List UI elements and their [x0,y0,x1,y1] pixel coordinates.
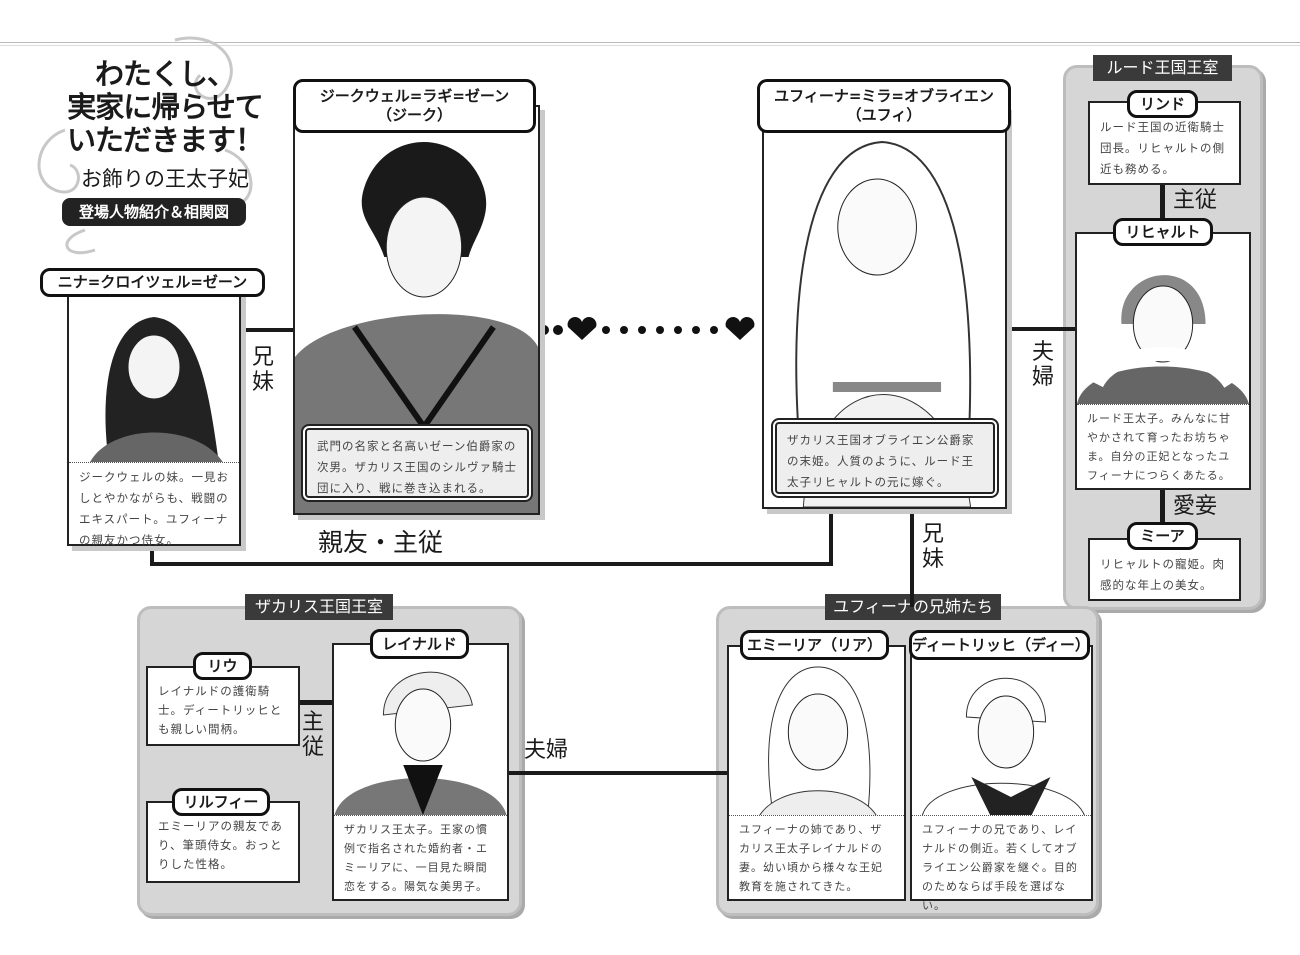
rel-friend: 親友・主従 [318,528,444,557]
name-tag-rilfi: リルフィー [172,788,270,816]
desc-mia: リヒャルトの寵姫。肉感的な年上の美女。 [1100,557,1225,592]
name-tag-reinald: レイナルド [370,629,469,659]
name-yufi: ユフィーナ=ミラ=オブライエン [774,87,994,105]
character-card-emilia: ユフィーナの姉であり、ザカリス王太子レイナルドの妻。幼い頃から様々な王妃教育を施… [727,645,906,901]
name-tag-mia: ミーア [1127,522,1198,550]
line-yufi-siblings [910,505,914,607]
nick-yufi: （ユフィ） [846,106,922,124]
rel-reinald-emilia: 夫婦 [524,738,569,763]
name-tag-riu: リウ [193,652,252,680]
desc-zeke: 武門の名家と名高いゼーン伯爵家の次男。ザカリス王国のシルヴァ騎士団に入り、戦に巻… [303,426,531,500]
title-line-1: わたくし、 [94,57,236,91]
rel-riu-reinald: 主従 [301,710,324,760]
character-card-dietrich: ユフィーナの兄であり、レイナルドの側近。若くしてオブライエン公爵家を継ぐ。目的の… [910,645,1093,912]
line-richart-mia [1160,488,1165,528]
name-tag-rind: リンド [1127,90,1198,118]
desc-emilia: ユフィーナの姉であり、ザカリス王太子レイナルドの妻。幼い頃から様々な王妃教育を施… [729,815,904,899]
rel-richart-mia: 愛妾 [1173,494,1218,519]
group-rude-label: ルード王国王室 [1093,55,1232,81]
name-tag-emilia: エミーリア（リア） [740,630,889,660]
rel-nina-zeke: 兄妹 [251,345,274,395]
desc-dietrich: ユフィーナの兄であり、レイナルドの側近。若くしてオブライエン公爵家を継ぐ。目的の… [912,815,1091,912]
name-tag-dietrich: ディートリッヒ（ディー） [909,630,1090,660]
line-yufi-richart [1005,327,1077,331]
portrait-dietrich [912,647,1091,817]
line-riu-reinald [298,700,334,705]
desc-nina: ジークウェルの妹。一見おしとやかながらも、戦闘のエキスパート。ユフィーナの親友か… [69,462,239,547]
portrait-richart [1077,234,1249,404]
dotted-heart-link [539,317,755,340]
rel-yufi-richart: 夫婦 [1031,340,1054,390]
line-nina-zeke [240,328,295,332]
line-rind-richart [1160,183,1165,223]
group-zakaris-label: ザカリス王国王室 [245,594,393,620]
desc-yufi: ザカリス王国オブライエン公爵家の末姫。人質のように、ルード王太子リヒャルトの元に… [773,420,997,496]
desc-reinald: ザカリス王太子。王家の慣例で指名された婚約者・エミーリアに、一目見た瞬間恋をする… [334,815,507,899]
name-tag-richart: リヒャルト [1113,218,1213,246]
desc-rilfi: エミーリアの親友であり、筆頭侍女。おっとりした性格。 [158,819,283,871]
subtitle: お飾りの王太子妃 [81,167,249,191]
nick-zeke: （ジーク） [376,106,452,124]
name-tag-yufi: ユフィーナ=ミラ=オブライエン（ユフィ） [757,79,1011,133]
desc-rind: ルード王国の近衛騎士団長。リヒャルトの側近も務める。 [1100,120,1225,176]
title-line-2: 実家に帰らせて [67,90,263,124]
top-border [0,42,1300,46]
line-friend-3 [829,505,833,565]
character-card-richart: ルード王太子。みんなに甘やかされて育ったお坊ちゃま。自分の正妃となったユフィーナ… [1075,232,1251,490]
character-card-reinald: ザカリス王太子。王家の慣例で指名された婚約者・エミーリアに、一目見た瞬間恋をする… [332,643,509,901]
desc-riu: レイナルドの護衛騎士。ディートリッヒとも親しい間柄。 [158,684,283,736]
heart-icon [567,317,597,340]
name-zeke: ジークウェル=ラギ=ゼーン [319,87,510,105]
heart-icon [725,317,755,340]
line-reinald-emilia [508,771,728,775]
name-tag-zeke: ジークウェル=ラギ=ゼーン（ジーク） [293,79,536,133]
line-friend-2 [150,562,833,566]
line-friend-1 [150,545,154,565]
portrait-nina [69,292,239,464]
name-tag-nina: ニナ=クロイツェル=ゼーン [40,268,265,297]
title-line-3: いただきます！ [66,123,264,157]
desc-richart: ルード王太子。みんなに甘やかされて育ったお坊ちゃま。自分の正妃となったユフィーナ… [1077,404,1249,488]
rel-rind-richart: 主従 [1173,188,1218,213]
portrait-emilia [729,647,904,817]
rel-yufi-siblings: 兄妹 [921,522,944,572]
character-card-nina: ジークウェルの妹。一見おしとやかながらも、戦闘のエキスパート。ユフィーナの親友か… [67,290,241,547]
section-badge: 登場人物紹介＆相関図 [62,198,246,226]
portrait-reinald [334,645,507,817]
